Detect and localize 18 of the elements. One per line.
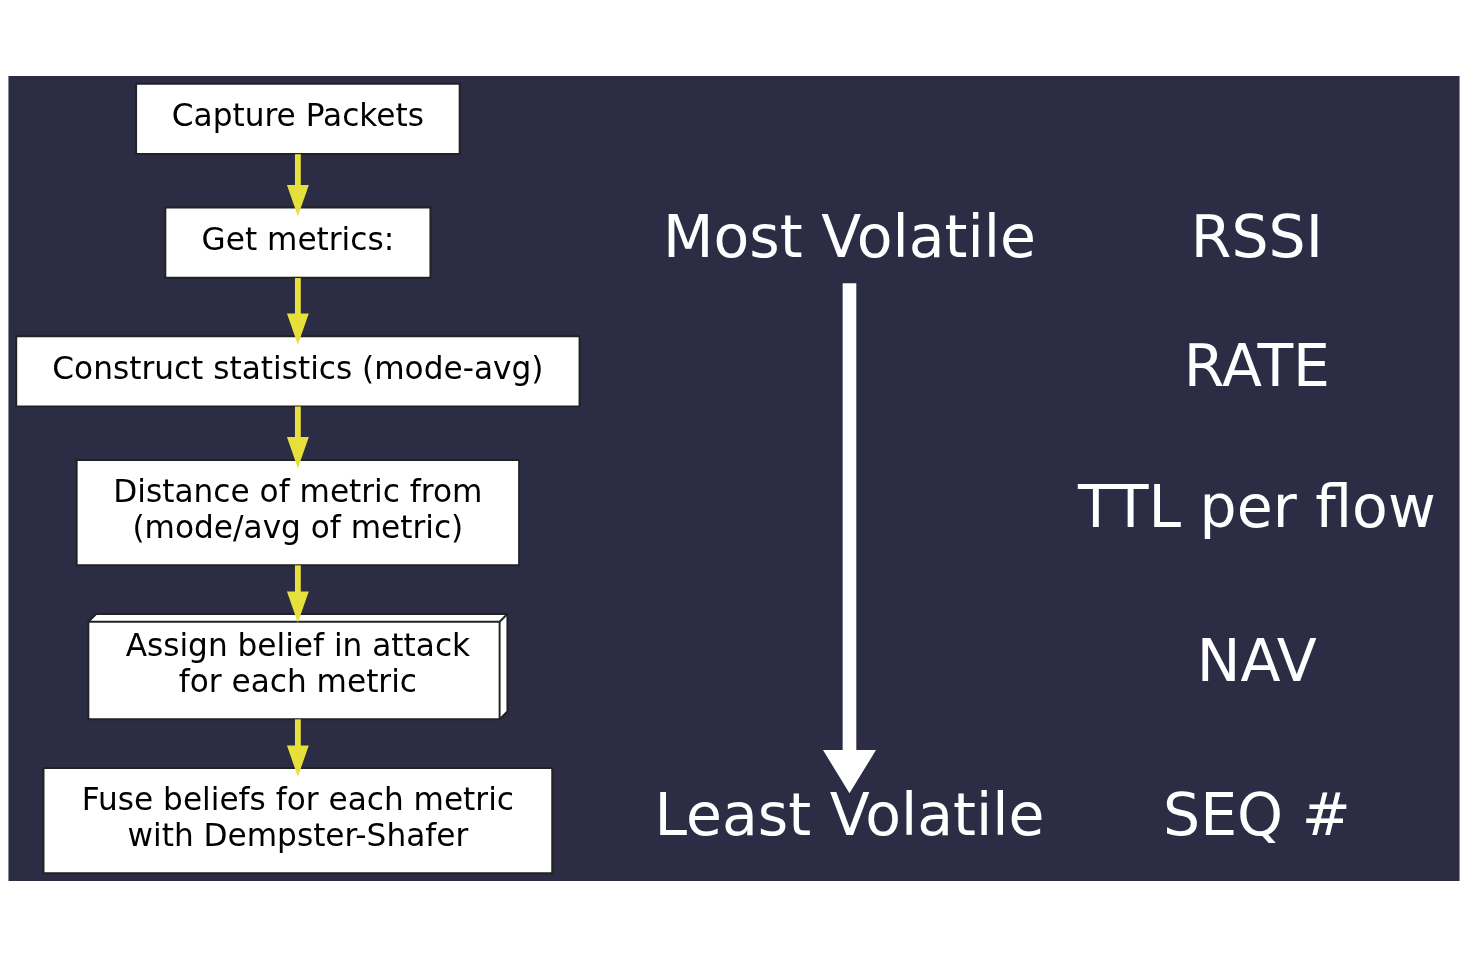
label: SEQ # xyxy=(1163,781,1351,850)
node-box: Fuse beliefs for each metric with Dempster-Shafer xyxy=(42,766,554,875)
node-box: Get metrics: xyxy=(164,206,432,279)
arrow xyxy=(286,406,309,469)
node-text: Least Volatile xyxy=(654,781,1045,850)
arrow xyxy=(286,278,309,345)
node-box: Capture Packets xyxy=(135,82,461,155)
arrow xyxy=(286,719,309,777)
label: TTL per flow xyxy=(1078,473,1436,542)
arrow xyxy=(286,565,309,623)
arrow xyxy=(286,154,309,217)
label: RSSI xyxy=(1190,203,1323,272)
node-box: Distance of metric from (mode/avg of metric) xyxy=(75,459,521,567)
arrow xyxy=(823,283,876,794)
label: RATE xyxy=(1183,331,1331,400)
node-text: Most Volatile xyxy=(663,203,1036,272)
label: NAV xyxy=(1196,627,1317,696)
node-box: Construct statistics (mode-avg) xyxy=(15,335,581,408)
